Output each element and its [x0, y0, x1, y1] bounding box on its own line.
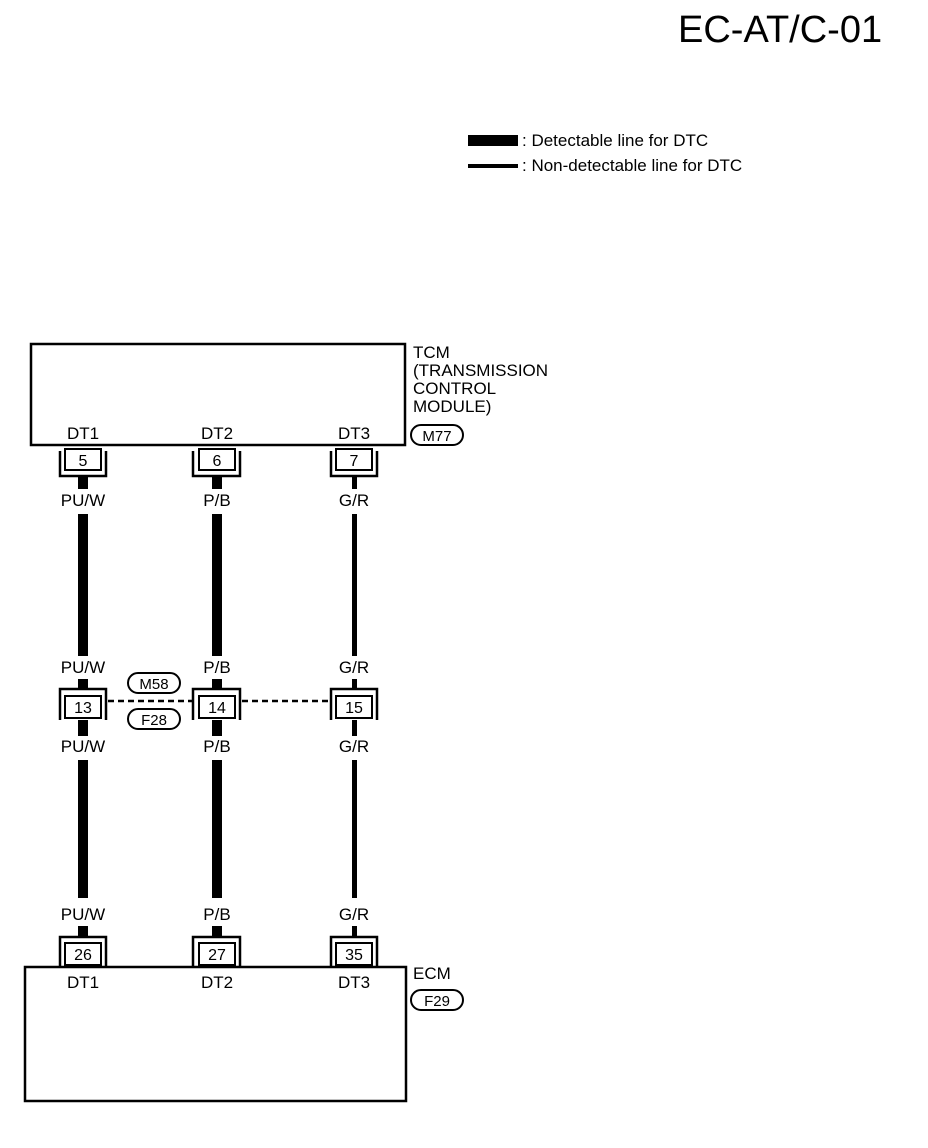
- wire-2-label-mid-top: P/B: [203, 658, 230, 677]
- tcm-terminal-label-3: DT3: [338, 424, 370, 443]
- joint-pin-3: 15: [345, 700, 363, 717]
- wire-3-label-top: G/R: [339, 491, 369, 510]
- legend-non-detectable-text: : Non-detectable line for DTC: [522, 156, 742, 175]
- wire-segments-upper: [78, 476, 357, 656]
- tcm-pin-3: 7: [350, 453, 359, 470]
- wire-1-lower: [78, 760, 88, 898]
- legend-detectable-text: : Detectable line for DTC: [522, 131, 708, 150]
- diagram-title: EC-AT/C-01: [678, 9, 882, 51]
- tcm-name-line-2: (TRANSMISSION: [413, 361, 548, 380]
- ecm-pin-3: 35: [345, 947, 363, 964]
- wire-1-upper: [78, 514, 88, 656]
- wire-3-label-mid-top: G/R: [339, 658, 369, 677]
- wire-2-label-top: P/B: [203, 491, 230, 510]
- wire-2-label-mid-bottom: P/B: [203, 737, 230, 756]
- wire-2-upper: [212, 514, 222, 656]
- legend: : Detectable line for DTC : Non-detectab…: [468, 131, 742, 175]
- tcm-terminal-label-2: DT2: [201, 424, 233, 443]
- tcm-pin-1: 5: [79, 453, 88, 470]
- ecm-stubs: [78, 926, 357, 937]
- tcm-terminal-label-1: DT1: [67, 424, 99, 443]
- ecm-name: ECM: [413, 964, 451, 983]
- joint-pin-2: 14: [208, 700, 226, 717]
- legend-detectable-swatch: [468, 135, 518, 146]
- joint-stubs: [78, 679, 357, 689]
- tcm-module: TCM (TRANSMISSION CONTROL MODULE) M77 DT…: [29, 342, 548, 447]
- wire-1-label-bottom: PU/W: [61, 905, 105, 924]
- tcm-box: [29, 342, 407, 447]
- joint-connector-upper-label: M58: [139, 676, 168, 693]
- joint-connector-lower-label: F28: [141, 712, 167, 729]
- wire-2-label-bottom: P/B: [203, 905, 230, 924]
- wire-segments-lower: [78, 720, 357, 898]
- wire-2-stub-top: [212, 476, 222, 489]
- ecm-box: [23, 965, 408, 1103]
- tcm-name-line-4: MODULE): [413, 397, 491, 416]
- ecm-module: DT1 DT2 DT3 ECM F29: [23, 964, 464, 1103]
- wire-3-label-bottom: G/R: [339, 905, 369, 924]
- ecm-pin-1: 26: [74, 947, 92, 964]
- wire-1-label-top: PU/W: [61, 491, 105, 510]
- ecm-terminal-label-2: DT2: [201, 973, 233, 992]
- tcm-connector-label: M77: [422, 428, 451, 445]
- wire-3-upper: [352, 514, 357, 656]
- tcm-name-line-1: TCM: [413, 343, 450, 362]
- wire-1-label-mid-top: PU/W: [61, 658, 105, 677]
- tcm-pin-2: 6: [213, 453, 222, 470]
- wire-3-stub-top: [352, 476, 357, 489]
- wire-1-stub-top: [78, 476, 88, 489]
- tcm-connector-oval: [410, 424, 464, 446]
- wire-3-label-mid-bottom: G/R: [339, 737, 369, 756]
- ecm-terminal-label-1: DT1: [67, 973, 99, 992]
- tcm-name-line-3: CONTROL: [413, 379, 496, 398]
- ecm-pin-connectors: [58, 935, 379, 967]
- wire-1-label-mid-bottom: PU/W: [61, 737, 105, 756]
- ecm-terminal-label-3: DT3: [338, 973, 370, 992]
- wire-3-lower: [352, 760, 357, 898]
- ecm-connector-oval: [410, 989, 464, 1011]
- legend-non-detectable-swatch: [468, 164, 518, 168]
- joint-pin-1: 13: [74, 700, 92, 717]
- joint-pin-connectors: [58, 687, 379, 720]
- ecm-pin-2: 27: [208, 947, 226, 964]
- wire-2-lower: [212, 760, 222, 898]
- ecm-connector-label: F29: [424, 993, 450, 1010]
- joint-connector-upper-oval: [127, 672, 181, 694]
- joint-connector-lower-oval: [127, 708, 181, 730]
